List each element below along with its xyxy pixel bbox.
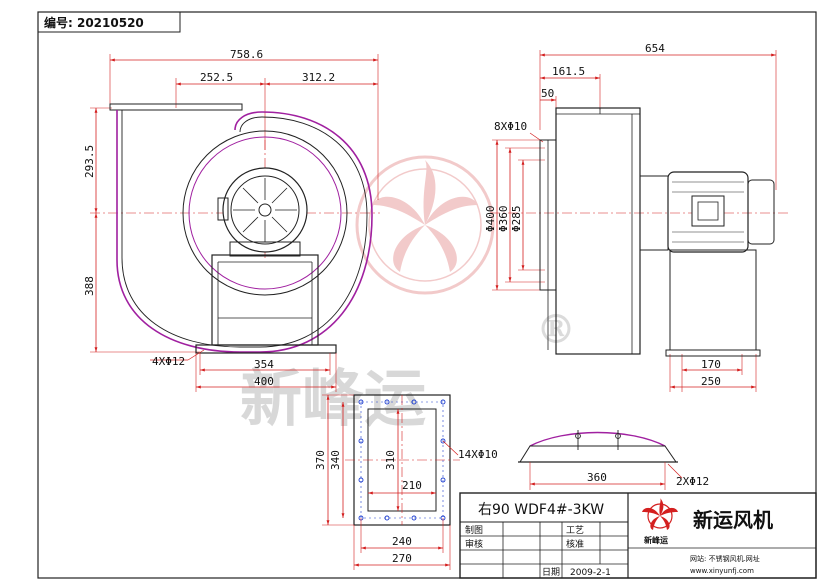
dim-height-upper: 293.5 — [83, 145, 96, 178]
date-value: 2009-2-1 — [570, 568, 611, 578]
row-craft: 工艺 — [566, 525, 584, 536]
dim-dia-outer: Φ400 — [484, 206, 497, 233]
sheet-border — [37, 11, 817, 579]
serial-box — [37, 11, 181, 33]
row-review: 审核 — [465, 538, 483, 550]
row-date-label: 日期 — [542, 567, 560, 578]
dim-flange-mid-width: 240 — [392, 535, 412, 548]
dim-flange-outer-width: 270 — [392, 552, 412, 565]
row-drawn: 制图 — [465, 524, 483, 536]
dim-foot-outer: 250 — [701, 375, 721, 388]
dim-dia-mid: Φ360 — [497, 206, 510, 233]
watermark-text: 新峰运 — [240, 362, 426, 435]
dim-base-detail-holes: 2XΦ12 — [676, 475, 709, 488]
outlet-flange-view — [322, 394, 460, 570]
dim-dia-inner: Φ285 — [510, 206, 523, 233]
dim-inlet-offset: 161.5 — [552, 65, 585, 78]
company-logo — [642, 498, 678, 530]
watermark-logo — [355, 155, 495, 295]
front-view — [90, 54, 380, 392]
dim-base-detail-width: 360 — [587, 471, 607, 484]
company-name: 新运风机 — [693, 508, 773, 532]
dim-flange-mid-height: 340 — [329, 450, 342, 470]
logo-text: 新峰运 — [644, 535, 668, 545]
base-detail-view — [518, 430, 683, 490]
dim-flange-holes: 8XΦ10 — [494, 120, 527, 133]
dim-flange-inner-height: 310 — [384, 450, 397, 470]
row-check: 核准 — [566, 538, 584, 550]
dim-flange-outer-height: 370 — [314, 450, 327, 470]
dim-length-total: 654 — [645, 42, 665, 55]
title-block — [459, 492, 817, 579]
website-label: 网站: 不锈钢风机.网址 — [690, 554, 760, 563]
website-url: www.xinyunfj.com — [690, 567, 754, 575]
dim-base-holes: 4XΦ12 — [152, 355, 185, 368]
dim-base-outer: 400 — [254, 375, 274, 388]
dim-foot-inner: 170 — [701, 358, 721, 371]
dim-flange-holes: 14XΦ10 — [458, 448, 498, 461]
side-view — [490, 50, 790, 392]
dim-width-left: 252.5 — [200, 71, 233, 84]
dim-flange-inner-width: 210 — [402, 479, 422, 492]
dim-width-right: 312.2 — [302, 71, 335, 84]
dim-flange-thickness: 50 — [541, 87, 554, 100]
dim-width-total: 758.6 — [230, 48, 263, 61]
dim-base-inner: 354 — [254, 358, 274, 371]
model-name: 右90 WDF4#-3KW — [478, 502, 604, 518]
dim-height-lower: 388 — [83, 276, 96, 296]
serial-label: 编号: 20210520 — [43, 15, 144, 30]
